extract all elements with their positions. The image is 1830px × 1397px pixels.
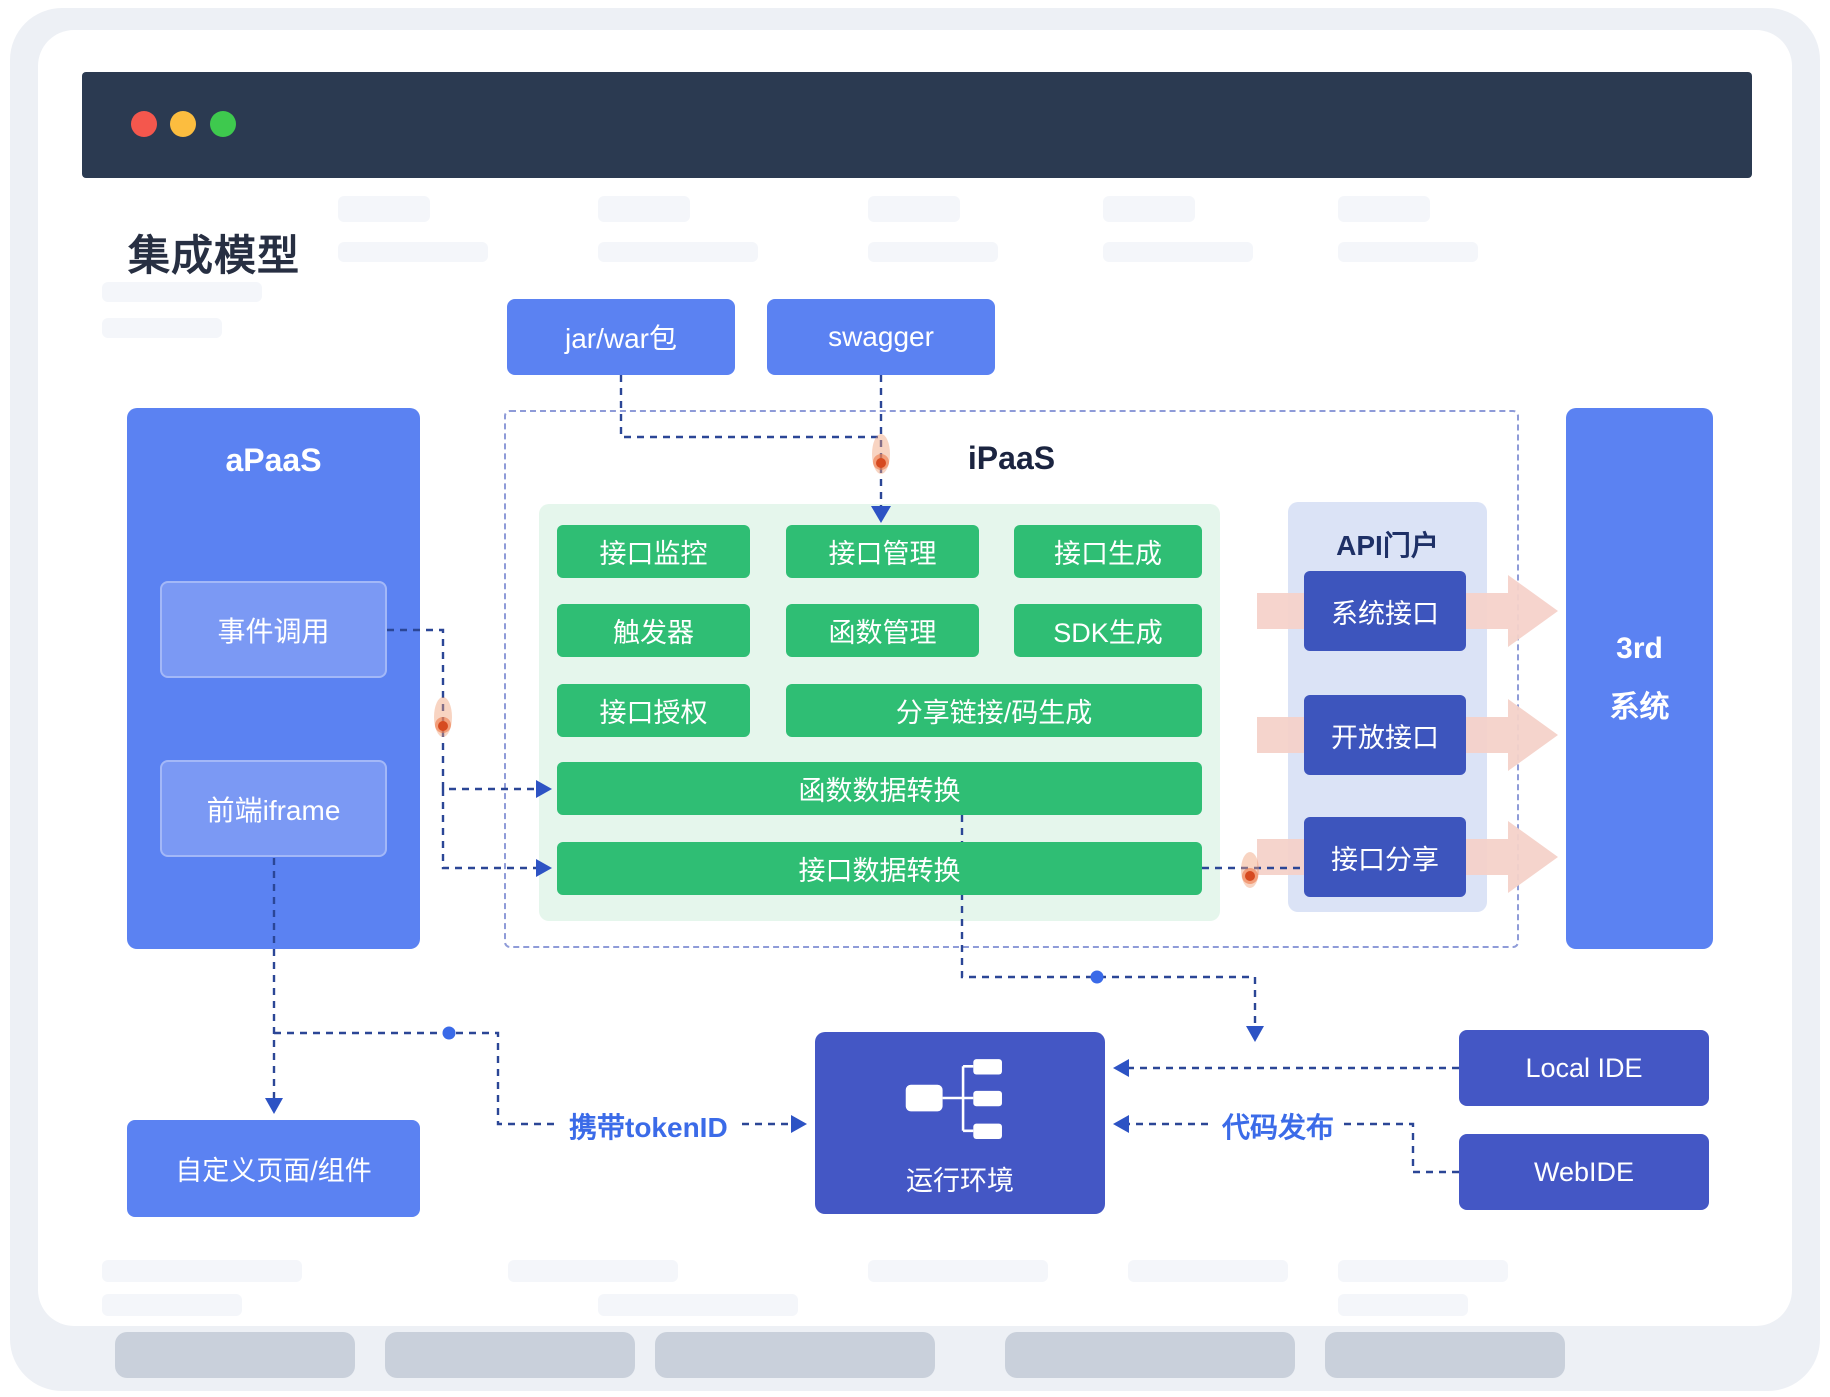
traffic-light-close-icon: [131, 111, 157, 137]
apaas-title: aPaaS: [225, 442, 322, 478]
arrowhead-into-runtime-left: [791, 1115, 807, 1133]
arrowhead-into-runtime-right-bottom: [1113, 1115, 1129, 1133]
ipaas-title: iPaaS: [967, 440, 1056, 476]
cap-function-data-transform: 函数数据转换: [557, 762, 1202, 815]
cap-interface-manage: 接口管理: [786, 525, 979, 578]
node-open-api: 开放接口: [1304, 695, 1466, 775]
node-event-invoke: 事件调用: [160, 581, 387, 678]
node-system-api: 系统接口: [1304, 571, 1466, 651]
skeleton-placeholder: [508, 1260, 678, 1282]
skeleton-placeholder: [1103, 196, 1195, 222]
skeleton-placeholder: [338, 242, 488, 262]
background-tab: [655, 1332, 935, 1378]
background-tab: [385, 1332, 635, 1378]
skeleton-placeholder: [1103, 242, 1253, 262]
skeleton-placeholder: [1338, 196, 1430, 222]
background-tab: [1325, 1332, 1565, 1378]
cap-sdk-generate: SDK生成: [1014, 604, 1202, 657]
skeleton-placeholder: [1338, 1260, 1508, 1282]
skeleton-placeholder: [598, 242, 758, 262]
third-system-line2: 系统: [1609, 690, 1670, 724]
node-jar-war-package: jar/war包: [507, 299, 735, 375]
node-local-ide: Local IDE: [1459, 1030, 1709, 1106]
arrowhead-into-runtime-right-top: [1113, 1059, 1129, 1077]
skeleton-placeholder: [338, 196, 430, 222]
skeleton-placeholder: [102, 1294, 242, 1316]
node-custom-page-component: 自定义页面/组件: [127, 1120, 420, 1217]
page-title: 集成模型: [128, 232, 301, 279]
traffic-light-zoom-icon: [210, 111, 236, 137]
node-third-system: 3rd 系统: [1566, 408, 1713, 949]
node-frontend-iframe: 前端iframe: [160, 760, 387, 857]
browser-window: 集成模型 jar/war包 swagger aPaaS 事件调用 前端ifram…: [38, 30, 1792, 1326]
api-portal-title: API门户: [1336, 530, 1439, 561]
skeleton-placeholder: [868, 242, 998, 262]
arrowhead-down: [1246, 1026, 1264, 1042]
cap-interface-generate: 接口生成: [1014, 525, 1202, 578]
junction-dot-token-line: [442, 1026, 456, 1040]
junction-dot-blue: [1090, 970, 1104, 984]
cap-function-manage: 函数管理: [786, 604, 979, 657]
label-code-publish: 代码发布: [1212, 1104, 1345, 1148]
skeleton-placeholder: [1338, 1294, 1468, 1316]
third-system-line1: 3rd: [1616, 631, 1663, 665]
label-carry-token-id: 携带tokenID: [559, 1104, 738, 1148]
cap-interface-data-transform: 接口数据转换: [557, 842, 1202, 895]
node-runtime-environment: 运行环境: [815, 1032, 1105, 1214]
traffic-light-minimize-icon: [170, 111, 196, 137]
arrowhead-into-custom-page: [265, 1098, 283, 1114]
node-swagger: swagger: [767, 299, 995, 375]
skeleton-placeholder: [868, 196, 960, 222]
background-tab: [115, 1332, 355, 1378]
runtime-label: 运行环境: [906, 1166, 1014, 1196]
glow-dot-event-line: [434, 697, 452, 737]
skeleton-placeholder: [598, 196, 690, 222]
background-tab: [1005, 1332, 1295, 1378]
panel-apaas: aPaaS 事件调用 前端iframe: [127, 408, 420, 949]
skeleton-placeholder: [102, 1260, 302, 1282]
cap-interface-auth: 接口授权: [557, 684, 750, 737]
skeleton-placeholder: [1128, 1260, 1288, 1282]
cap-share-link-generate: 分享链接/码生成: [786, 684, 1202, 737]
skeleton-placeholder: [1338, 242, 1478, 262]
browser-titlebar: [82, 72, 1752, 178]
skeleton-placeholder: [102, 282, 262, 302]
flow-tree-icon: [905, 1059, 1002, 1139]
node-share-api: 接口分享: [1304, 817, 1466, 897]
skeleton-placeholder: [102, 318, 222, 338]
skeleton-placeholder: [868, 1260, 1048, 1282]
cap-interface-monitor: 接口监控: [557, 525, 750, 578]
skeleton-placeholder: [598, 1294, 798, 1316]
cap-trigger: 触发器: [557, 604, 750, 657]
node-web-ide: WebIDE: [1459, 1134, 1709, 1210]
